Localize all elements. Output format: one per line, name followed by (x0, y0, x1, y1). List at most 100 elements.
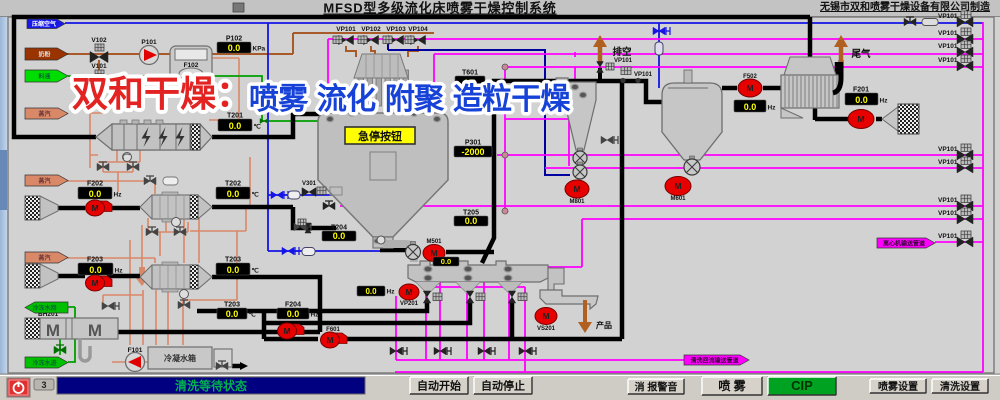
svg-text:M: M (283, 326, 290, 336)
svg-text:产品: 产品 (596, 320, 612, 330)
svg-text:双和干燥：: 双和干燥： (72, 73, 252, 114)
svg-text:0.0: 0.0 (441, 257, 451, 266)
svg-text:F201: F201 (853, 87, 869, 94)
svg-text:喷雾设置: 喷雾设置 (878, 380, 918, 393)
svg-text:F203: F203 (87, 257, 103, 264)
svg-text:排空: 排空 (612, 46, 632, 58)
svg-text:VP101: VP101 (336, 26, 356, 33)
svg-text:冷冻水进: 冷冻水进 (32, 359, 56, 367)
svg-text:M801: M801 (569, 199, 585, 205)
svg-text:F204: F204 (285, 302, 301, 309)
svg-text:自动停止: 自动停止 (481, 379, 525, 393)
svg-text:Hz: Hz (387, 289, 396, 296)
svg-text:℃: ℃ (252, 267, 260, 275)
svg-text:冷冻水回: 冷冻水回 (32, 304, 56, 312)
svg-text:蒸汽: 蒸汽 (38, 254, 50, 262)
svg-text:0.0: 0.0 (365, 287, 377, 296)
svg-text:VP101: VP101 (938, 57, 958, 64)
svg-text:VP101: VP101 (938, 13, 958, 20)
svg-text:Hz: Hz (311, 312, 320, 319)
svg-text:M: M (91, 203, 98, 213)
svg-text:压缩空气: 压缩空气 (32, 20, 56, 28)
svg-text:Hz: Hz (880, 98, 889, 105)
svg-text:F502: F502 (743, 74, 757, 80)
svg-text:VP101: VP101 (938, 233, 958, 240)
svg-text:℃: ℃ (254, 123, 262, 131)
svg-text:0.0: 0.0 (855, 95, 868, 105)
svg-text:喷雾 流化 附聚 造粒干燥: 喷雾 流化 附聚 造粒干燥 (249, 82, 571, 116)
svg-text:P301: P301 (465, 140, 481, 147)
svg-text:F102: F102 (184, 62, 199, 69)
svg-text:M601: M601 (670, 196, 686, 202)
svg-text:0.0: 0.0 (333, 231, 346, 241)
svg-text:蒸汽: 蒸汽 (38, 177, 50, 185)
svg-text:P101: P101 (141, 39, 157, 46)
svg-text:M: M (46, 321, 60, 340)
svg-text:VP201: VP201 (400, 301, 419, 307)
svg-text:Hz: Hz (115, 268, 124, 275)
svg-text:料液: 料液 (38, 72, 51, 80)
svg-text:℃: ℃ (252, 191, 260, 199)
svg-text:0.0: 0.0 (228, 43, 241, 53)
svg-text:MFSD型多级流化床喷雾干燥控制系统: MFSD型多级流化床喷雾干燥控制系统 (323, 1, 556, 16)
svg-text:3: 3 (41, 380, 46, 390)
svg-text:VP101: VP101 (614, 58, 633, 64)
svg-text:0.0: 0.0 (89, 189, 102, 199)
svg-text:离心机输送管道: 离心机输送管道 (883, 239, 925, 247)
svg-text:Hz: Hz (768, 105, 777, 112)
svg-text:T601: T601 (462, 70, 478, 77)
svg-text:T203: T203 (225, 257, 241, 264)
svg-text:-2000: -2000 (461, 147, 484, 157)
svg-text:M: M (91, 278, 98, 288)
svg-text:Hz: Hz (114, 192, 123, 199)
svg-text:0.0: 0.0 (227, 265, 240, 275)
svg-text:F101: F101 (128, 347, 143, 354)
svg-text:F601: F601 (326, 327, 340, 333)
svg-text:0.0: 0.0 (89, 265, 102, 275)
svg-text:F202: F202 (87, 181, 103, 188)
svg-text:消 报警音: 消 报警音 (635, 381, 678, 394)
svg-text:VP101: VP101 (938, 210, 958, 217)
svg-text:℃: ℃ (487, 80, 495, 88)
svg-text:M: M (405, 287, 412, 297)
svg-text:0.0: 0.0 (287, 309, 300, 319)
svg-text:VP101: VP101 (938, 146, 958, 153)
svg-text:急停按钮: 急停按钮 (358, 129, 402, 143)
svg-text:T203: T203 (224, 302, 240, 309)
svg-text:清洗等待状态: 清洗等待状态 (175, 378, 247, 393)
svg-text:V301: V301 (302, 181, 317, 187)
svg-text:0.0: 0.0 (464, 78, 477, 88)
svg-text:自动开始: 自动开始 (417, 379, 461, 393)
svg-text:0.0: 0.0 (465, 216, 478, 226)
svg-text:℃: ℃ (249, 311, 257, 319)
svg-text:蒸汽: 蒸汽 (38, 110, 50, 118)
svg-text:M: M (88, 321, 102, 340)
svg-text:冷凝水箱: 冷凝水箱 (164, 353, 196, 363)
svg-text:VP101: VP101 (938, 43, 958, 50)
svg-text:清洗设置: 清洗设置 (940, 380, 980, 393)
svg-text:喷雾 流化 附聚 造粒干燥: 喷雾 流化 附聚 造粒干燥 (249, 82, 571, 116)
svg-text:M: M (326, 335, 333, 345)
svg-text:VP104: VP104 (408, 26, 428, 33)
svg-text:0.0: 0.0 (226, 309, 239, 319)
svg-text:T201: T201 (227, 113, 243, 120)
svg-text:BH201: BH201 (38, 311, 59, 318)
svg-text:喷 雾: 喷 雾 (718, 378, 746, 393)
svg-text:VP101: VP101 (938, 197, 958, 204)
svg-text:清洗回流输送管道: 清洗回流输送管道 (690, 356, 738, 364)
svg-text:0.0: 0.0 (227, 189, 240, 199)
svg-text:无锡市双和喷雾干燥设备有限公司制造: 无锡市双和喷雾干燥设备有限公司制造 (819, 0, 991, 13)
svg-text:T205: T205 (463, 210, 479, 217)
svg-text:T202: T202 (225, 181, 241, 188)
svg-text:M: M (746, 83, 753, 93)
svg-text:VS201: VS201 (537, 326, 556, 332)
svg-text:T204: T204 (331, 225, 347, 232)
svg-text:0.0: 0.0 (744, 102, 757, 112)
svg-text:M501: M501 (426, 239, 442, 245)
svg-text:CIP: CIP (791, 378, 813, 393)
svg-text:M: M (430, 248, 437, 258)
svg-text:KPa: KPa (253, 46, 266, 53)
svg-text:尾气: 尾气 (850, 48, 871, 60)
svg-text:VP101: VP101 (938, 30, 958, 37)
svg-text:M: M (857, 114, 864, 124)
